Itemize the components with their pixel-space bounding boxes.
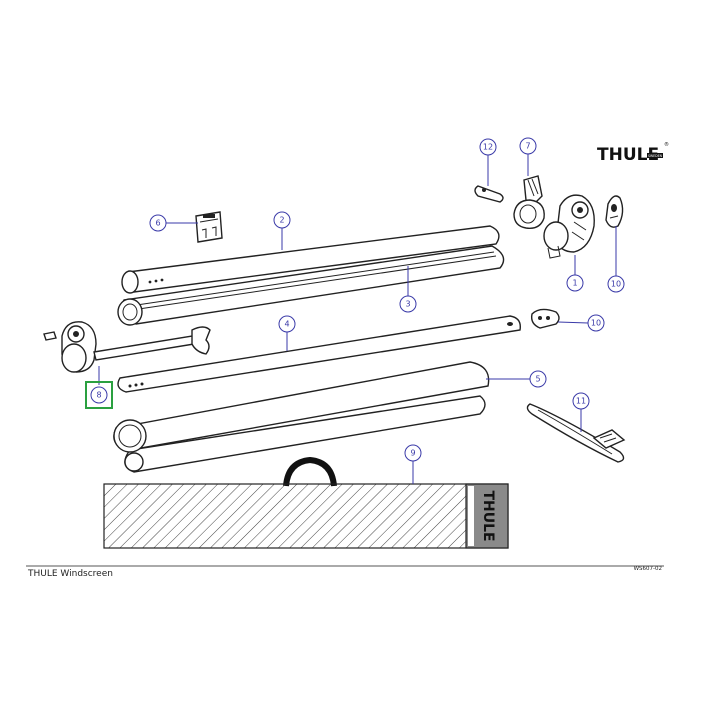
selected-callout-highlight[interactable] [85,381,113,409]
callout-10-lower: 10 [587,314,605,332]
part-6-clip [195,211,223,243]
callout-3: 3 [399,295,417,313]
callout-9: 9 [404,444,422,462]
footer-title: THULE Windscreen [27,569,113,579]
part-4-pole [117,315,521,393]
part-11-strap [526,403,626,463]
callouts: 1 2 3 4 5 6 7 8 9 10 10 11 12 [90,137,625,462]
svg-text:2: 2 [279,216,284,225]
part-1-end-cap [543,194,595,259]
part-12-key [474,185,504,203]
footer-code: WS607-02 [634,566,662,572]
svg-text:6: 6 [155,219,160,228]
logo-text: THULE [597,145,659,165]
part-8-end-assembly [43,321,97,373]
callout-5: 5 [529,370,547,388]
callout-10-upper: 10 [607,275,625,293]
svg-text:®: ® [664,141,669,148]
callout-12: 12 [479,138,497,156]
callout-6: 6 [149,214,167,232]
callout-8: 8 [90,386,108,404]
svg-text:7: 7 [525,142,530,151]
callout-4: 4 [278,315,296,333]
callout-2: 2 [273,211,291,229]
callout-7: 7 [519,137,537,155]
part-9-storage-bag: THULE [103,456,509,549]
logo-sub-text: SWEDEN [648,154,663,158]
support-rod [93,326,211,361]
footer: THULE Windscreen WS607-02 [26,565,664,579]
svg-text:9: 9 [410,449,415,458]
thule-logo: THULE SWEDEN ® [597,141,669,165]
svg-text:3: 3 [405,300,410,309]
callout-11: 11 [572,392,590,410]
svg-text:10: 10 [611,280,621,289]
part-3-channel-tube [117,245,505,326]
part-2-tube [121,225,500,294]
svg-text:1: 1 [572,279,577,288]
svg-text:10: 10 [591,319,601,328]
svg-text:5: 5 [535,375,540,384]
part-5-fabric-roll [113,361,490,473]
part-7-bracket [513,175,545,229]
svg-text:8: 8 [96,391,101,400]
svg-text:4: 4 [284,320,289,329]
part-10-cap-lower [530,308,560,329]
svg-text:12: 12 [483,143,493,152]
part-10-cap-upper [605,195,624,228]
bag-brand-text: THULE [480,490,496,541]
svg-text:11: 11 [576,397,586,406]
callout-1: 1 [566,274,584,292]
